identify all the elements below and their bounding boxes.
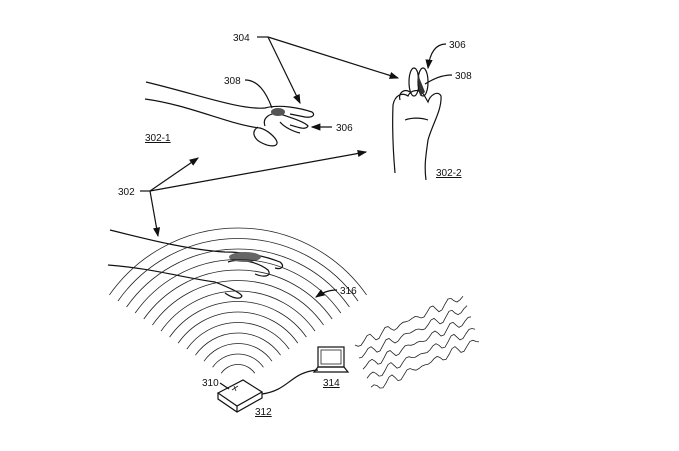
ref-306-right: 306 xyxy=(449,40,466,51)
wave-arc xyxy=(177,311,299,344)
ref-310: 310 xyxy=(202,378,219,389)
ref-304: 304 xyxy=(233,33,250,44)
signal-waveform xyxy=(358,305,468,359)
wave-arc xyxy=(220,364,256,374)
wave-arc xyxy=(212,353,264,368)
signal-waveform xyxy=(366,328,476,379)
wave-arc xyxy=(186,322,290,350)
signal-waveform xyxy=(354,295,464,347)
signal-waveform xyxy=(370,339,480,389)
wave-arc xyxy=(195,332,281,356)
hand-302-bottom xyxy=(107,229,284,299)
hand-302-1 xyxy=(144,81,315,147)
wave-arc xyxy=(117,238,359,302)
signal-waveform xyxy=(362,316,472,370)
ref-308-right: 308 xyxy=(455,71,472,82)
ref-306-left: 306 xyxy=(336,123,353,134)
wave-arc xyxy=(152,280,324,326)
sensing-field-waves xyxy=(109,227,367,374)
ref-308-left: 308 xyxy=(224,76,241,87)
wearable-band-right xyxy=(417,72,425,96)
leader-lines xyxy=(140,36,453,390)
ref-302: 302 xyxy=(118,187,135,198)
ref-314: 314 xyxy=(323,378,340,389)
hand-302-2 xyxy=(392,67,442,181)
signal-waveforms xyxy=(354,295,480,389)
wave-arc xyxy=(169,301,307,338)
laptop-computer xyxy=(312,346,350,373)
wave-arc xyxy=(160,290,316,332)
ref-302-2: 302-2 xyxy=(436,168,462,179)
wave-arc xyxy=(134,259,342,314)
ref-312: 312 xyxy=(255,407,272,418)
wave-arc xyxy=(203,343,273,362)
wave-arc xyxy=(126,248,350,308)
wave-arc xyxy=(143,269,333,320)
ref-316: 316 xyxy=(340,286,357,297)
radar-sensor-device xyxy=(216,369,319,413)
wearable-band-left xyxy=(271,108,285,116)
wave-arc xyxy=(109,227,367,296)
ref-302-1: 302-1 xyxy=(145,133,171,144)
